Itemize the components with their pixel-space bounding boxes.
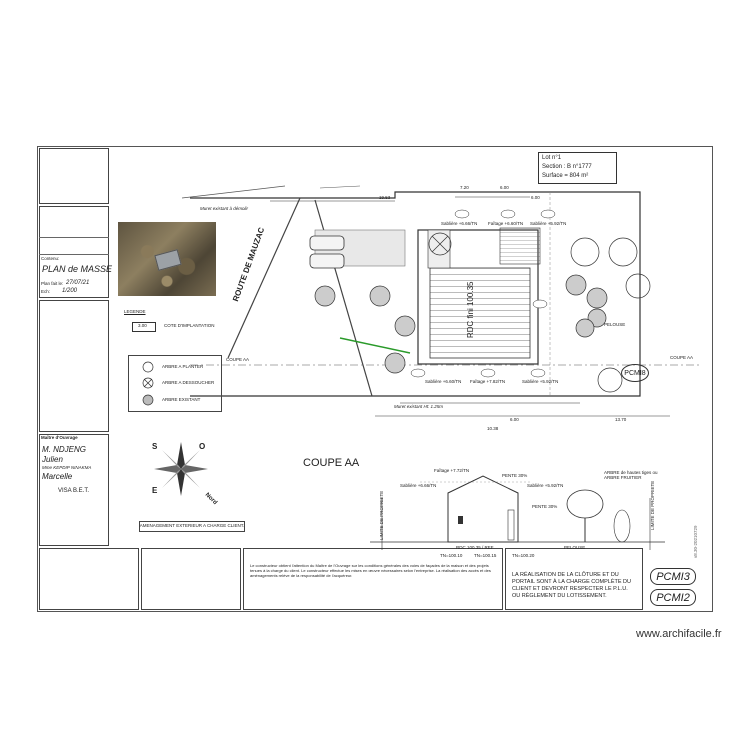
property-boundary <box>190 191 641 397</box>
maitre-name-2: Julien <box>42 455 63 464</box>
level-6: Sablière +5.92/TN <box>522 379 559 384</box>
bottom-block-2 <box>141 548 241 610</box>
level-5: Faîtage +7.82/TN <box>470 379 506 384</box>
coupe-pente-a: PENTE 30% <box>502 473 528 478</box>
coupe-limite-left: LIMITE DE PROPRIETE <box>379 490 384 540</box>
plan-date: 27/07/21 <box>66 280 90 286</box>
dim-bottom-1: 6.00 <box>510 417 519 422</box>
coupe-faitage: Faîtage +7.72/TN <box>434 468 470 473</box>
dim-top-4: 6.00 <box>531 195 540 200</box>
legende-planter: ARBRE A PLANTER <box>162 364 204 369</box>
dim-bottom-2: 13.70 <box>615 417 627 422</box>
site-plan <box>181 185 700 417</box>
pcmi2-badge: PCMI2 <box>650 589 696 606</box>
cartouche-line <box>39 254 109 255</box>
road-line <box>181 185 286 199</box>
contenu-label: Contenu: <box>41 256 60 261</box>
legende-symbols <box>142 361 154 406</box>
legende-value: 3.00 <box>138 323 147 328</box>
tree-to-remove <box>428 232 452 256</box>
lot-line2: Section : B n°1777 <box>542 164 592 170</box>
coupe-sabliere-right: Sablière +5.92/TN <box>527 483 564 488</box>
site-photo <box>118 222 216 296</box>
amenagement-note: AMENAGEMENT EXTERIEUR A CHARGE CLIENT. <box>139 521 245 532</box>
notes-block <box>243 548 503 610</box>
car-1 <box>309 235 345 251</box>
visa-bet: VISA B.E.T. <box>58 488 90 494</box>
plan-date-label: Plan fait le: <box>41 281 64 286</box>
lot-line1: Lot n°1 <box>542 155 562 161</box>
cartouche-line <box>39 237 109 238</box>
house-section <box>447 475 519 543</box>
coupe-title: COUPE AA <box>303 457 360 469</box>
legende-cote: COTE D'IMPLANTATION <box>164 323 215 328</box>
dim-top-3: 6.00 <box>500 185 509 190</box>
pcmi8-badge: PCMI8 <box>621 364 649 382</box>
maitre-name-1: M. NDJENG <box>42 445 86 454</box>
legende-dessoucher: ARBRE A DESSOUCHER <box>162 380 215 385</box>
rdc-label: RDC fini 100.35 <box>466 281 475 338</box>
maitre-name-4: Marcelle <box>42 472 73 481</box>
level-1: Sablière +6.66/TN <box>441 221 478 226</box>
coupe-tn1: TN=100.10 <box>440 553 463 558</box>
watermark: www.archifacile.fr <box>636 628 722 640</box>
muret-bottom: Muret existant Ht: 1.25m <box>394 404 444 409</box>
realisation-text: LA RÉALISATION DE LA CLÔTURE ET DU PORTA… <box>512 572 631 599</box>
dim-top-2: 7.20 <box>460 185 469 190</box>
lot-info-box <box>538 152 617 184</box>
coupe-right-label: COUPE AA <box>670 355 694 360</box>
coupe-pente-b: PENTE 30% <box>532 504 558 509</box>
muret-top: Muret existant à démolir <box>200 206 249 211</box>
coupe-shrub <box>613 509 631 543</box>
coupe-left-label: COUPE AA <box>226 357 250 362</box>
coupe-limite-right: LIMITE DE PROPRIETE <box>650 480 655 530</box>
car-2 <box>309 253 345 269</box>
terrace <box>429 267 531 359</box>
drawing-sheet <box>37 146 713 612</box>
dim-top: 19.53 <box>379 195 391 200</box>
road-edge <box>227 197 301 359</box>
lot-line3: Surface = 804 m² <box>542 173 589 179</box>
cartouche-blank <box>39 300 109 432</box>
ref-vertical: v8.30-20210729 <box>693 525 698 558</box>
maitre-ouvrage-label: Maître d'Ouvrage <box>41 435 78 440</box>
coupe-arbre: ARBRE de hautes tiges ou ARBRE FRUITIER <box>604 470 658 480</box>
cartouche-logo-box <box>39 148 109 204</box>
echelle-label: Ech: <box>41 289 51 294</box>
legende-title: LEGENDE <box>124 309 146 314</box>
legende-trees-box <box>128 355 222 412</box>
coupe-pelouse: PELOUSE <box>564 545 586 550</box>
coupe-tn3: TN=100.20 <box>512 553 535 558</box>
dim-bottom-3: 10.38 <box>487 426 499 431</box>
coupe-tree <box>566 489 604 519</box>
legende-existant: ARBRE EXISTANT <box>162 397 201 402</box>
bottom-block-1 <box>39 548 139 610</box>
level-2: Faîtage +6.60/TN <box>488 221 524 226</box>
compass-o: O <box>199 442 206 451</box>
tree-to-plant <box>570 237 651 393</box>
cartouche-info-box <box>39 206 109 298</box>
coupe-sabliere-left: Sablière +6.66/TN <box>400 483 437 488</box>
echelle-value: 1/200 <box>62 288 78 294</box>
level-4: Sablière +6.60/TN <box>425 379 462 384</box>
level-3: Sablière +5.92/TN <box>530 221 567 226</box>
plan-title: PLAN de MASSE <box>42 264 113 274</box>
maitre-ouvrage-box <box>39 434 109 546</box>
tree-existing <box>314 274 608 374</box>
compass-e: E <box>152 486 158 495</box>
realisation-block <box>505 548 643 610</box>
side-terrace <box>499 227 541 265</box>
coupe-rdc: RDC 100.35 / REF <box>456 545 494 550</box>
compass-rose-icon <box>154 442 208 496</box>
compass-s: S <box>152 442 158 451</box>
legende-cote-box <box>132 322 156 332</box>
coupe-tn2: TN=100.15 <box>474 553 497 558</box>
pelouse-label: PELOUSE <box>604 322 626 327</box>
notes-text: Le constructeur obtient l'attention du M… <box>250 563 491 578</box>
house-outline <box>417 229 539 365</box>
pcmi3-badge: PCMI3 <box>650 568 696 585</box>
coupe-section <box>370 475 665 550</box>
maitre-name-3: Mme KEPDIP NINAKMA <box>42 465 92 470</box>
